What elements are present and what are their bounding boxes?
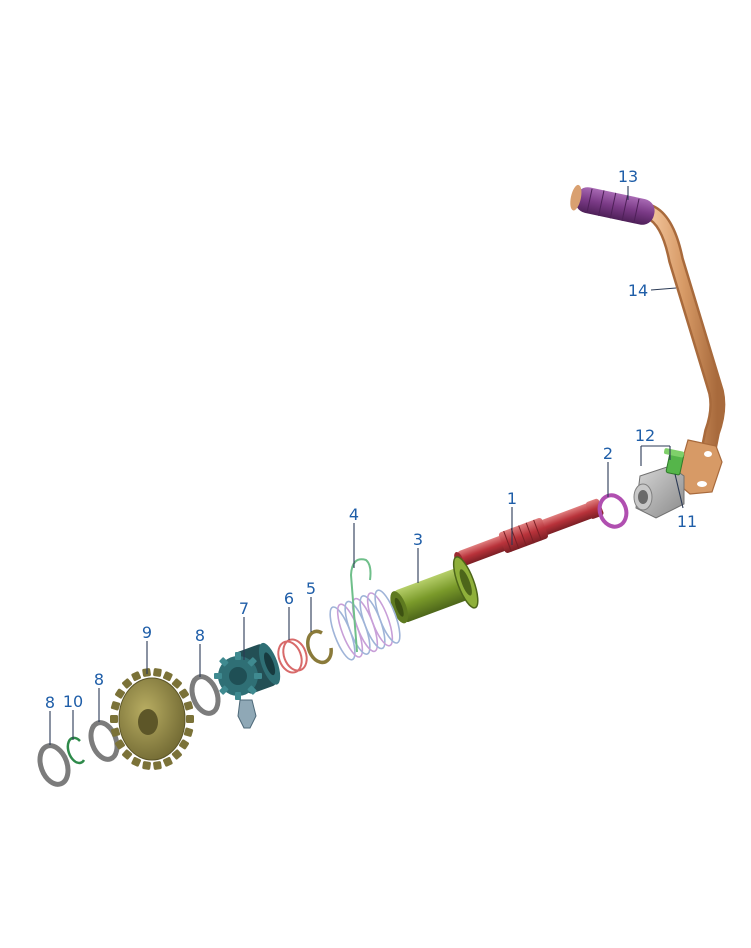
callout-8-middle: 8 [94,670,104,689]
gear-tooth [171,749,182,760]
part-9-kick-gear [110,668,194,770]
part-14-kick-lever [642,204,726,495]
callout-10: 10 [63,692,83,711]
part-4-kick-spring [329,558,401,661]
gear-tooth [110,715,118,723]
callout-4: 4 [349,505,359,524]
gear-tooth [162,671,173,682]
part-8-washer-b [88,720,120,762]
callout-8-upper: 8 [195,626,205,645]
part-6-ring-spring [277,638,308,674]
part-3-spring-guide [390,556,479,624]
part-8-washer-a [189,674,221,716]
callout-13: 13 [618,167,638,186]
gear-tooth [179,739,189,750]
callout-9: 9 [142,623,152,642]
callout-6: 6 [284,589,294,608]
gear-tooth [171,678,182,689]
gear-tooth [122,678,133,689]
callout-11: 11 [677,512,697,531]
gear-tooth [131,671,142,682]
part-2-o-ring [597,493,629,529]
gear-tooth [162,756,173,767]
callout-1: 1 [507,489,517,508]
callout-labels: 1 2 3 4 5 6 7 8 8 8 9 10 11 12 13 14 [45,167,697,712]
gear-tooth [183,701,194,711]
gear-tooth [186,715,194,723]
gear-tooth [115,739,125,750]
callout-7: 7 [239,599,249,618]
part-7-ratchet [214,642,281,729]
part-1-kick-shaft [454,498,604,568]
callout-5: 5 [306,579,316,598]
part-5-circlip [306,629,333,665]
callout-12: 12 [635,426,655,445]
callout-3: 3 [413,530,423,549]
gear-tooth [110,701,121,711]
gear-tooth [142,761,151,770]
gear-tooth [153,668,162,677]
gear-tooth [110,727,121,737]
part-13-pedal-rubber [570,184,655,225]
gear-tooth [131,756,142,767]
gear-tooth [153,761,162,770]
leader-lines [49,186,684,745]
part-11-pinch-bolt [663,448,685,476]
part-10-circlip [66,736,86,765]
callout-8-lower: 8 [45,693,55,712]
callout-2: 2 [603,444,613,463]
callout-14: 14 [628,281,648,300]
part-12-clamp-boss [633,465,685,519]
gear-tooth [115,688,125,699]
gear-tooth [183,727,194,737]
part-8-washer-c [37,743,71,787]
gear-tooth [179,688,189,699]
gear-tooth [122,749,133,760]
